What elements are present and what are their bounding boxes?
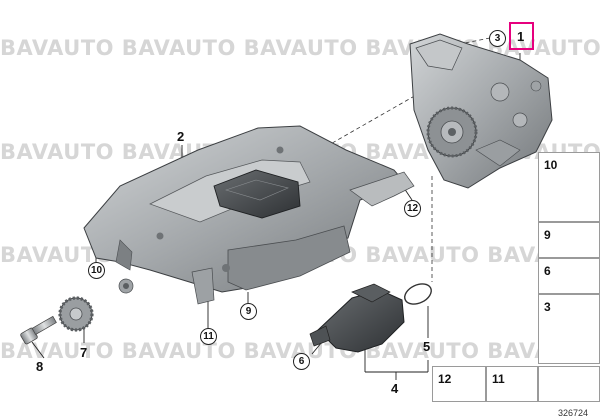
callout-1: 1 (517, 29, 525, 44)
callout-9: 9 (240, 303, 257, 320)
arrow-cell (538, 366, 600, 402)
side-panel-cell: 6 (538, 258, 600, 294)
highlight-box (509, 22, 534, 50)
callout-4: 4 (391, 381, 399, 396)
filter-housing (309, 283, 432, 353)
bottom-panel-cell: 12 (432, 366, 486, 402)
side-panel-cell-label: 3 (544, 300, 551, 314)
oil-pan-housing (83, 125, 415, 305)
callout-7: 7 (80, 345, 88, 360)
bolt-sprocket (20, 315, 57, 345)
side-panel-cell: 10 (538, 152, 600, 222)
side-panel-cell: 9 (538, 222, 600, 258)
bottom-panel-cell: 11 (486, 366, 538, 402)
callout-11: 11 (200, 328, 217, 345)
bottom-panel-cell-label: 12 (438, 372, 452, 386)
callout-6: 6 (293, 353, 310, 370)
sprocket (58, 296, 94, 332)
side-panel-cell: 3 (538, 294, 600, 364)
callout-3: 3 (489, 30, 506, 47)
callout-2: 2 (177, 129, 185, 144)
callout-8: 8 (36, 359, 44, 374)
callout-5: 5 (423, 339, 431, 354)
callout-10: 10 (88, 262, 105, 279)
upper-cover (213, 169, 301, 219)
side-panel-cell-label: 10 (544, 158, 558, 172)
reference-number: 326724 (557, 408, 588, 418)
bottom-panel-cell-label: 11 (492, 372, 505, 386)
side-panel-cell-label: 6 (544, 264, 551, 278)
callout-12: 12 (404, 200, 421, 217)
oil-pump (409, 33, 553, 189)
side-panel-cell-label: 9 (544, 228, 551, 242)
